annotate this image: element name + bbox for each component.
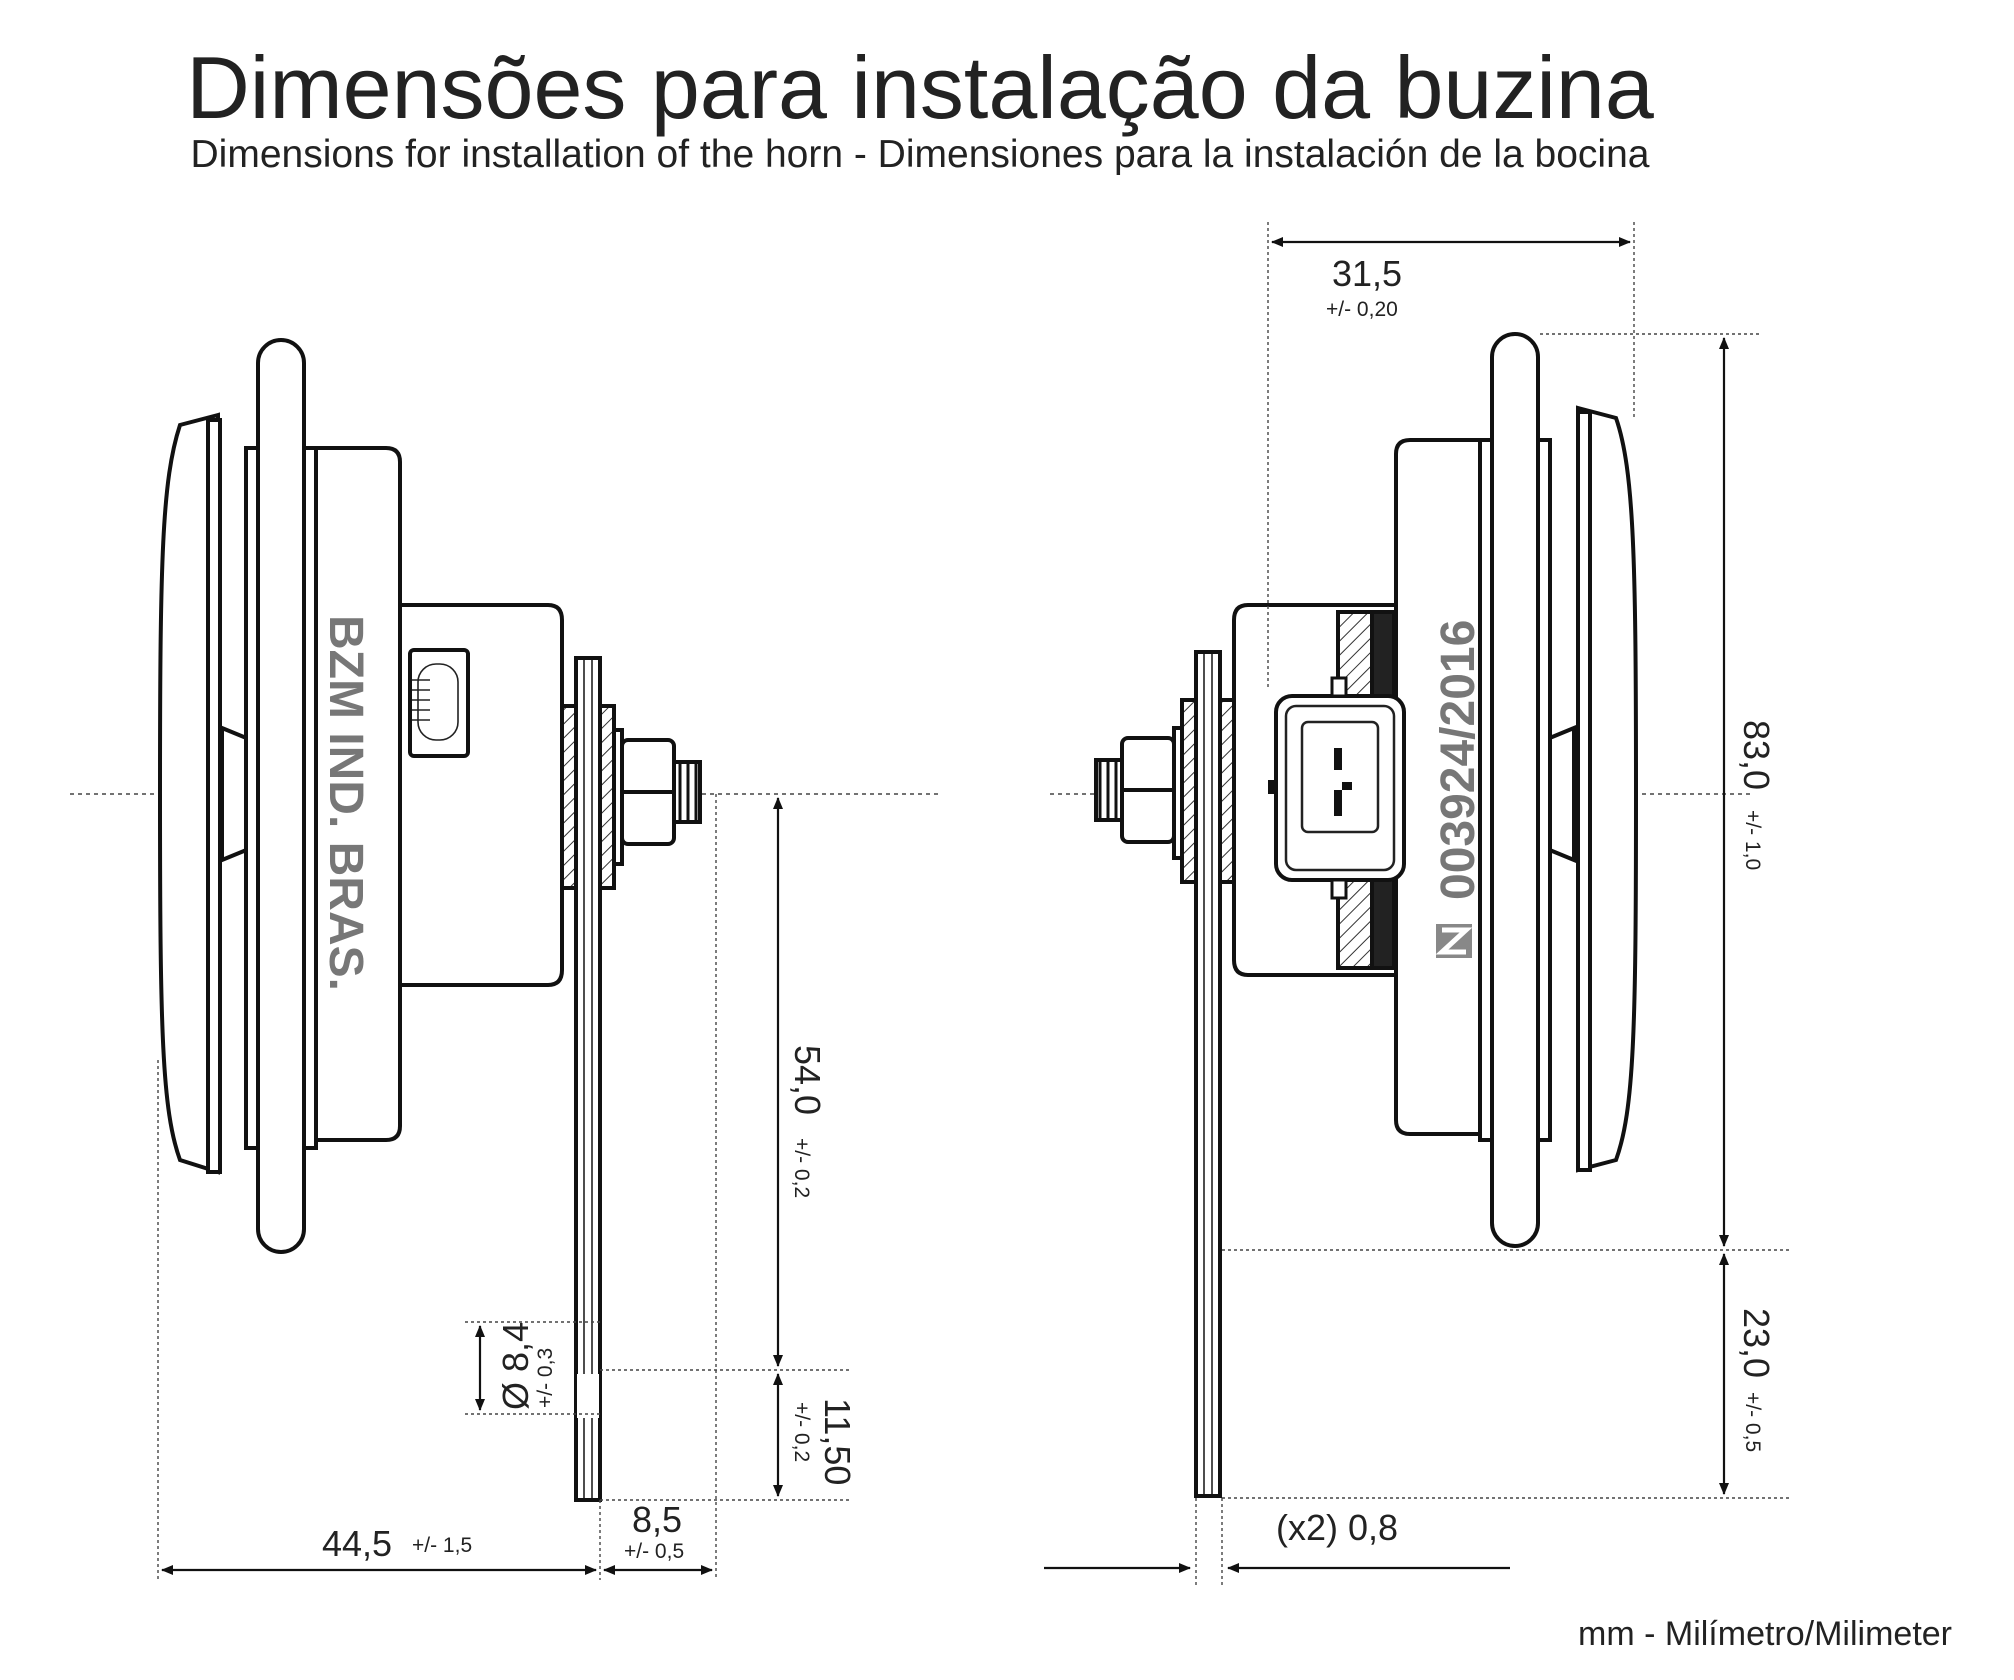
dim-bracket: 23,0 <box>1736 1308 1777 1378</box>
dim-width-tol: +/- 0,20 <box>1326 298 1398 321</box>
right-marking: 003924/2016 <box>1432 620 1485 900</box>
dim-bracket-tol: +/- 0,5 <box>1741 1392 1764 1452</box>
dim-hole: Ø 8,4 <box>495 1322 536 1410</box>
terminal <box>408 648 470 758</box>
bracket <box>574 656 602 1502</box>
dim-depth-tol: +/- 1,5 <box>412 1534 472 1557</box>
bell-front <box>157 412 220 1175</box>
right-dimensions: 31,5 +/- 0,20 83,0 +/- 1,0 23,0 +/- 0,5 … <box>1044 222 1790 1588</box>
dim-width: 31,5 <box>1332 253 1402 294</box>
body <box>314 446 402 1142</box>
dim-offset-tol: +/- 0,5 <box>624 1540 684 1563</box>
left-marking: BZM IND. BRAS. <box>319 615 372 991</box>
connector <box>1274 694 1406 882</box>
dim-hole-pos-tol: +/- 0,2 <box>790 1402 813 1462</box>
dim-diameter: 83,0 <box>1736 720 1777 790</box>
bell-front-right <box>1576 405 1639 1173</box>
dim-height: 54,0 <box>787 1045 828 1115</box>
dim-height-tol: +/- 0,2 <box>790 1138 813 1198</box>
dim-hole-tol: +/- 0,3 <box>534 1348 557 1408</box>
dim-thickness: (x2) 0,8 <box>1276 1507 1398 1548</box>
bracket-right <box>1194 650 1222 1498</box>
dim-diameter-tol: +/- 1,0 <box>1741 810 1764 870</box>
units-note: mm - Milímetro/Milimeter <box>1578 1615 1952 1653</box>
z-logo-icon <box>1435 924 1473 958</box>
flange-ring-right <box>1490 332 1540 1248</box>
flange-ring <box>256 338 306 1254</box>
dim-hole-pos: 11,50 <box>817 1398 858 1485</box>
body-right <box>1394 438 1482 1136</box>
page-title: Dimensões para instalação da buzina <box>186 38 1654 137</box>
dim-depth: 44,5 <box>322 1523 392 1564</box>
page-subtitle: Dimensions for installation of the horn … <box>190 133 1650 176</box>
left-dimensions: 44,5 +/- 1,5 8,5 +/- 0,5 54,0 +/- 0,2 11… <box>157 794 858 1580</box>
dim-offset: 8,5 <box>632 1499 682 1540</box>
horn-left-view: BZM IND. BRAS. <box>157 338 702 1502</box>
horn-right-view: 003924/2016 <box>1094 332 1639 1498</box>
